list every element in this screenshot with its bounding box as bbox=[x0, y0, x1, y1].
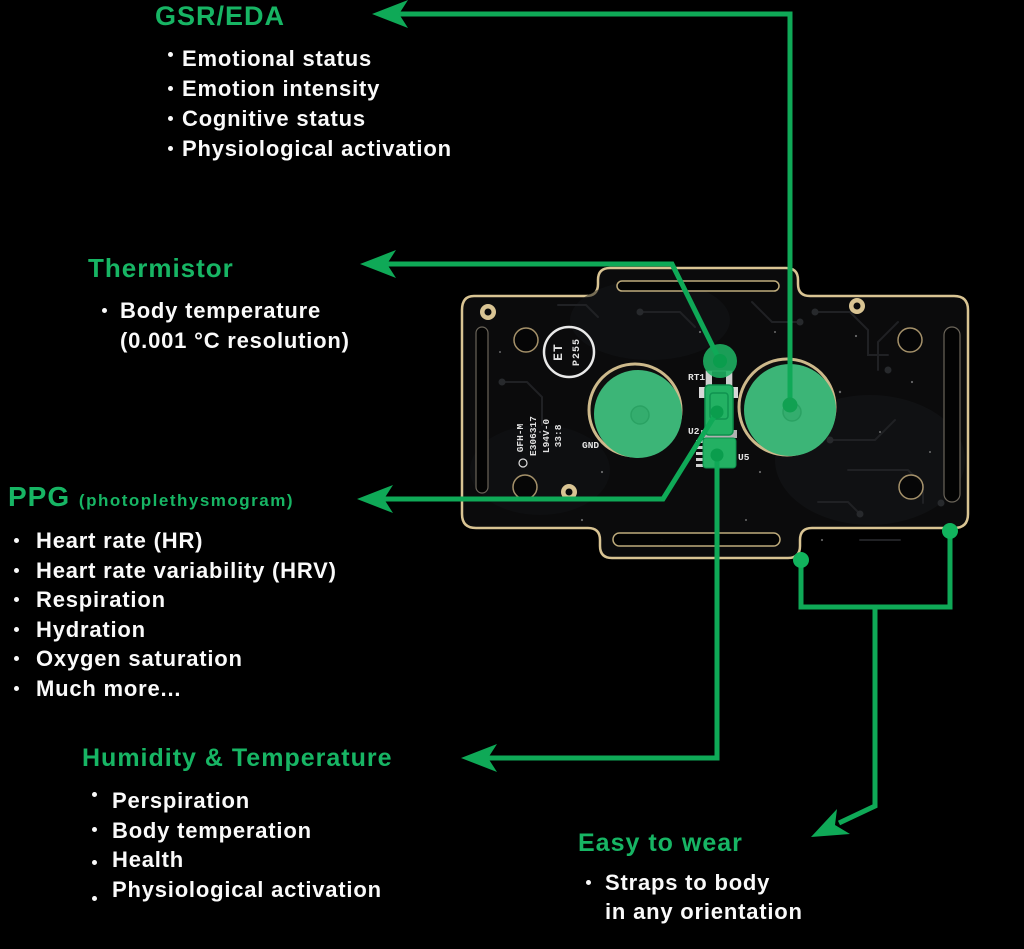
list-item: Respiration bbox=[8, 585, 337, 615]
annotation-arrows bbox=[357, 0, 958, 837]
top-strap-slot bbox=[616, 280, 780, 292]
bottom-strap-slot bbox=[612, 532, 781, 547]
list-item: Hydration bbox=[8, 615, 337, 645]
list-item: Perspiration bbox=[82, 786, 392, 816]
humidity-arrow bbox=[461, 448, 724, 772]
ppg-anchor-dot bbox=[710, 405, 724, 419]
easy-wear-anchor-dot-left bbox=[793, 552, 809, 568]
dust-specks bbox=[499, 330, 931, 542]
list-item: Body temperation bbox=[82, 816, 392, 846]
list-item: Body temperature (0.001 °C resolution) bbox=[88, 296, 350, 356]
list-item: Emotional status bbox=[150, 44, 452, 74]
ppg-feature-list: Heart rate (HR) Heart rate variability (… bbox=[8, 526, 337, 703]
section-thermistor: Thermistor Body temperature (0.001 °C re… bbox=[88, 252, 350, 356]
ppg-subtitle: (photoplethysmogram) bbox=[78, 491, 295, 510]
mfr-text-4: 33:8 bbox=[553, 424, 564, 447]
gsr-title: GSR/EDA bbox=[155, 1, 286, 31]
section-gsr-eda: GSR/EDA Emotional status Emotion intensi… bbox=[150, 0, 452, 164]
list-item: Much more... bbox=[8, 674, 337, 704]
list-item-line2: (0.001 °C resolution) bbox=[120, 328, 350, 353]
easy-wear-arrow bbox=[793, 523, 958, 837]
left-strap-slot bbox=[475, 326, 489, 494]
thermistor-arrow bbox=[360, 250, 727, 368]
section-easy-to-wear: Easy to wear Straps to body in any orien… bbox=[578, 827, 803, 926]
list-item: Heart rate variability (HRV) bbox=[8, 556, 337, 586]
ppg-arrow bbox=[357, 405, 724, 513]
list-item-line2: in any orientation bbox=[605, 899, 803, 924]
ppg-title: PPG (photoplethysmogram) bbox=[8, 481, 295, 512]
humidity-feature-list: Perspiration Body temperation Health Phy… bbox=[82, 786, 392, 904]
thermistor-feature-list: Body temperature (0.001 °C resolution) bbox=[88, 296, 350, 356]
left-electrode bbox=[587, 362, 683, 458]
gsr-arrow bbox=[372, 0, 798, 413]
easy-wear-feature-list: Straps to body in any orientation bbox=[578, 868, 803, 926]
gsr-anchor-dot bbox=[782, 397, 798, 413]
list-item-line1: Straps to body bbox=[605, 870, 771, 895]
cert-text-et: ET bbox=[551, 343, 566, 361]
mfr-text-3: L94V-0 bbox=[541, 419, 552, 454]
list-item: Health bbox=[82, 845, 392, 875]
mfr-silkscreen: GFH-M E306317 L94V-0 33:8 bbox=[515, 416, 564, 468]
thermistor-arrowhead-icon bbox=[360, 250, 396, 278]
u2-label: U2 bbox=[688, 426, 700, 437]
right-strap-slot bbox=[943, 326, 961, 503]
section-ppg: PPG (photoplethysmogram) Heart rate (HR)… bbox=[8, 480, 337, 703]
cert-text-p255: P255 bbox=[572, 338, 583, 366]
ppg-arrowhead-icon bbox=[357, 485, 393, 513]
humidity-title: Humidity & Temperature bbox=[82, 744, 393, 772]
cert-logo: ET P255 bbox=[542, 325, 596, 379]
list-item: Physiological activation bbox=[150, 134, 452, 164]
list-item: Cognitive status bbox=[150, 104, 452, 134]
list-item: Straps to body in any orientation bbox=[578, 868, 803, 926]
mfr-text-2: E306317 bbox=[528, 416, 539, 456]
humidity-arrowhead-icon bbox=[461, 744, 497, 772]
gnd-label: GND bbox=[582, 440, 599, 451]
rt1-label: RT1 bbox=[688, 372, 705, 383]
thermistor-anchor-dot bbox=[713, 354, 727, 368]
gsr-arrowhead-icon bbox=[372, 0, 408, 28]
u5-label: U5 bbox=[738, 452, 750, 463]
thermistor-title: Thermistor bbox=[88, 253, 234, 283]
gold-pads bbox=[480, 298, 865, 500]
list-item: Heart rate (HR) bbox=[8, 526, 337, 556]
gsr-feature-list: Emotional status Emotion intensity Cogni… bbox=[150, 44, 452, 164]
list-item: Physiological activation bbox=[82, 875, 392, 905]
section-humidity-temperature: Humidity & Temperature Perspiration Body… bbox=[82, 742, 392, 904]
easy-wear-arrowhead-icon bbox=[811, 809, 850, 837]
mfr-text-1: GFH-M bbox=[515, 423, 526, 452]
list-item-line1: Body temperature bbox=[120, 298, 322, 323]
mounting-holes bbox=[512, 327, 924, 500]
easy-wear-anchor-dot-right bbox=[942, 523, 958, 539]
easy-wear-title: Easy to wear bbox=[578, 829, 743, 857]
list-item: Oxygen saturation bbox=[8, 644, 337, 674]
humidity-anchor-dot bbox=[710, 448, 724, 462]
list-item: Emotion intensity bbox=[150, 74, 452, 104]
trace-vias bbox=[498, 308, 945, 518]
